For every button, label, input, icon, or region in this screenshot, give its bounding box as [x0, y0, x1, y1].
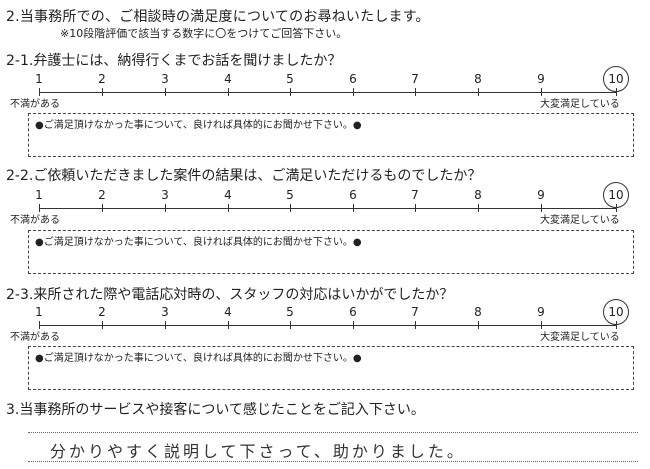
scale-numbers: 1 2 3 4 5 6 7 8 9 10: [0, 305, 650, 321]
scale-high-label: 大変満足している: [540, 332, 620, 343]
scale-number: 3: [161, 305, 169, 319]
scale-number: 5: [286, 72, 294, 86]
survey-heading: 2.当事務所での、ご相談時の満足度についてのお尋ねいたします。: [6, 9, 430, 25]
scale-number: 1: [35, 72, 43, 86]
scale-high-label: 大変満足している: [540, 215, 620, 226]
answer-area[interactable]: 分かりやすく説明して下さって、助かりました。: [28, 428, 638, 464]
scale-number: 2: [98, 72, 106, 86]
scale-number: 3: [161, 188, 169, 202]
question-title: 2-3.来所された際や電話応対時の、スタッフの対応はいかがでしたか？: [6, 287, 454, 303]
scale-line: [39, 208, 616, 209]
scale-number: 7: [411, 305, 419, 319]
scale-number: 6: [349, 305, 357, 319]
scale-number: 9: [537, 188, 545, 202]
comment-prompt: ●ご満足頂けなかった事について、良ければ具体的にお聞かせ下さい。●: [35, 353, 362, 364]
scale-number: 1: [35, 305, 43, 319]
scale-number: 8: [474, 188, 482, 202]
comment-box[interactable]: ●ご満足頂けなかった事について、良ければ具体的にお聞かせ下さい。●: [28, 346, 634, 390]
scale-number: 2: [98, 188, 106, 202]
scale-numbers: 1 2 3 4 5 6 7 8 9 10: [0, 188, 650, 204]
scale-line: [39, 325, 616, 326]
dotted-guide-line: [28, 432, 638, 433]
scale-numbers: 1 2 3 4 5 6 7 8 9 10: [0, 72, 650, 88]
scale-line: [39, 92, 616, 93]
scale-number: 2: [98, 305, 106, 319]
scale-number: 6: [349, 72, 357, 86]
comment-prompt: ●ご満足頂けなかった事について、良ければ具体的にお聞かせ下さい。●: [35, 237, 362, 248]
scale-number: 5: [286, 305, 294, 319]
scale-number: 6: [349, 188, 357, 202]
scale-number: 7: [411, 72, 419, 86]
comment-prompt: ●ご満足頂けなかった事について、良ければ具体的にお聞かせ下さい。●: [35, 120, 362, 131]
question-title: 2-1.弁護士には、納得行くまでお話を聞けましたか？: [6, 53, 342, 69]
section-3-title: 3.当事務所のサービスや接客について感じたことをご記入下さい。: [6, 402, 425, 418]
scale-number: 9: [537, 305, 545, 319]
scale-number: 8: [474, 305, 482, 319]
scale-number: 5: [286, 188, 294, 202]
scale-number: 4: [224, 72, 232, 86]
scale-number: 9: [537, 72, 545, 86]
scale-low-label: 不満がある: [10, 332, 60, 343]
dotted-guide-line: [28, 461, 638, 462]
scale-number: 8: [474, 72, 482, 86]
scale-number: 1: [35, 188, 43, 202]
scale-number: 3: [161, 72, 169, 86]
scale-low-label: 不満がある: [10, 215, 60, 226]
scale-high-label: 大変満足している: [540, 99, 620, 110]
comment-box[interactable]: ●ご満足頂けなかった事について、良ければ具体的にお聞かせ下さい。●: [28, 230, 634, 274]
scale-low-label: 不満がある: [10, 99, 60, 110]
scale-number: 4: [224, 188, 232, 202]
survey-instruction: ※10段階評価で該当する数字に〇をつけてご回答下さい。: [60, 27, 348, 40]
question-title: 2-2.ご依頼いただきました案件の結果は、ご満足いただけるものでしたか？: [6, 168, 482, 184]
scale-number: 7: [411, 188, 419, 202]
comment-box[interactable]: ●ご満足頂けなかった事について、良ければ具体的にお聞かせ下さい。●: [28, 113, 634, 157]
handwritten-answer: 分かりやすく説明して下さって、助かりました。: [50, 442, 466, 461]
scale-number: 4: [224, 305, 232, 319]
